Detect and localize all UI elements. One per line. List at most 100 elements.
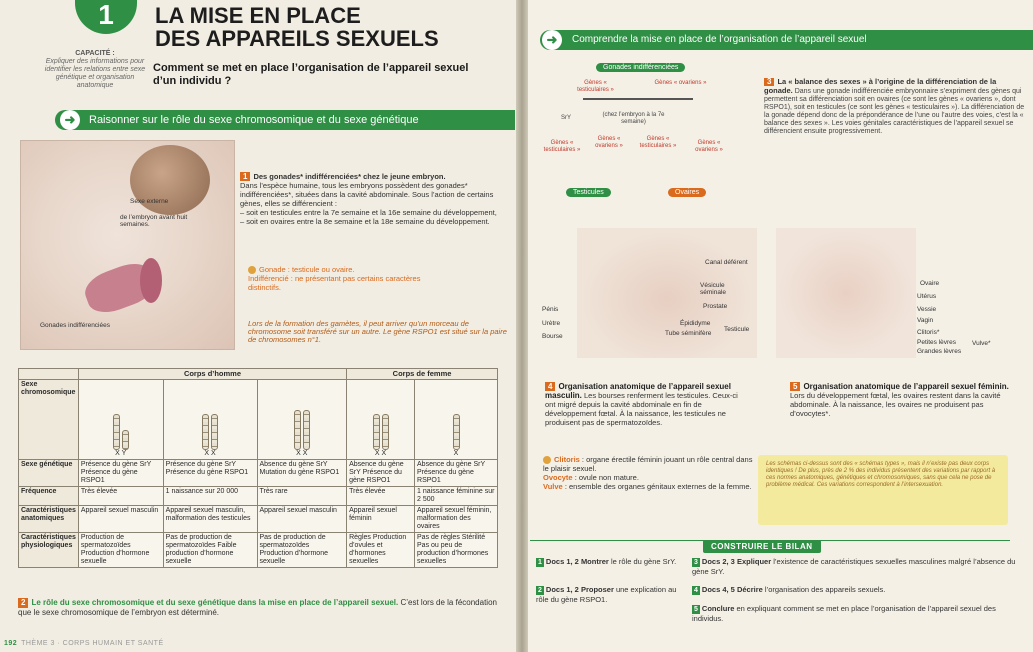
gloss-clitoris: : organe érectile féminin jouant un rôle… <box>543 455 753 474</box>
label-uterus: Utérus <box>917 293 937 300</box>
doc2-number: 2 <box>18 598 29 608</box>
doc3-number: 3 <box>764 78 775 86</box>
row-label: Sexe génétique <box>18 459 79 487</box>
label-genes-ovariens: Gènes « ovariens » <box>654 80 707 86</box>
label-sry: SrY <box>560 115 571 121</box>
male-anatomy-illustration <box>577 228 757 358</box>
gloss-ovocyte: : ovule non mature. <box>572 473 639 483</box>
table-cell: Très rare <box>256 486 348 506</box>
label-vessie: Vessie <box>917 306 937 313</box>
table-cell: Pas de production de spermatozoïdes Faib… <box>162 532 258 568</box>
task-text: en expliquant comment se met en place l’… <box>692 604 996 623</box>
chrom-label: X X <box>204 450 216 457</box>
task-text: une explication au rôle du gène RSPO1. <box>536 585 677 604</box>
task-verb: Expliquer <box>736 557 772 566</box>
task-verb: Conclure <box>701 604 735 613</box>
dot-icon <box>248 266 256 275</box>
dot-icon <box>543 456 551 465</box>
row-label: Sexe chromosomique <box>18 379 79 460</box>
label-uretre: Urètre <box>542 320 561 327</box>
label-bottom-4: Gènes « ovariens » <box>695 140 723 153</box>
embryo-image <box>130 145 210 215</box>
page-footer: 192 THÈME 3 · CORPS HUMAIN ET SANTÉ <box>4 640 164 647</box>
gloss-gonade: Gonade : testicule ou ovaire. <box>259 265 355 274</box>
task-number: 1 <box>536 558 544 567</box>
table-row: Caractéristiques physiologiques Producti… <box>18 532 498 568</box>
chapter-title-line2: DES APPAREILS SEXUELS <box>155 26 439 51</box>
table-cell: Très élevée <box>346 486 416 506</box>
chromosome-x <box>372 414 380 450</box>
pill-gonades: Gonades indifférenciées <box>596 63 686 72</box>
doc1-body: Dans l’espèce humaine, tous les embryons… <box>240 181 494 208</box>
page-number: 192 <box>4 640 18 647</box>
label-vulve: Vulve* <box>972 340 991 347</box>
table-row: Fréquence Très élevée 1 naissance sur 20… <box>18 486 498 506</box>
label-gonades: Gonades indifférenciées <box>40 322 110 329</box>
table-cell: Règles Production d’ovules et d’hormones… <box>346 532 416 568</box>
label-bourse: Bourse <box>542 333 563 340</box>
doc5-body: Lors du développement fœtal, les ovaires… <box>790 391 1001 418</box>
table-cell: Absence du gène SrY Présence du gène RSP… <box>346 459 416 487</box>
table-cell: Appareil sexuel masculin <box>77 505 164 533</box>
doc1-item1: – soit en testicules entre la 7e semaine… <box>240 208 497 217</box>
table-cell: Production de spermatozoïdes Production … <box>77 532 164 568</box>
chromosome-y <box>121 430 129 450</box>
task-text: l’organisation des appareils sexuels. <box>762 585 886 594</box>
chromosome-x <box>293 410 301 450</box>
table-corner <box>18 368 79 380</box>
table-cell: Pas de règles Stérilité Pas ou peu de pr… <box>414 532 498 568</box>
table-cell: Appareil sexuel féminin, malformation de… <box>414 505 498 533</box>
doc2-caption-text: C’est lors de la fécondation que le sexe… <box>18 598 497 617</box>
chromosome-x <box>302 410 310 450</box>
arrow-icon: ➜ <box>542 30 562 50</box>
sex-table: Corps d’homme Corps de femme Sexe chromo… <box>18 368 498 568</box>
capacite-label: CAPACITÉ : <box>75 50 115 57</box>
table-row: Caractéristiques anatomiques Appareil se… <box>18 505 498 533</box>
doc3-title: La « balance des sexes » à l’origine de … <box>764 77 997 95</box>
label-testicule: Testicule <box>724 326 750 333</box>
chromosome-cell: X X <box>162 379 258 460</box>
doc5-number: 5 <box>790 382 801 391</box>
gloss-ovocyte-term: Ovocyte <box>543 473 573 483</box>
balance-beam <box>583 98 693 100</box>
balance-diagram: Gonades indifférenciées Gènes « testicul… <box>538 60 728 210</box>
chromosome-x <box>211 414 219 450</box>
gloss-indifferencie: Indifférencié : ne présentant pas certai… <box>248 274 421 293</box>
book-gutter <box>516 0 528 652</box>
task-text: l’existence de caractéristiques sexuelle… <box>692 557 1016 576</box>
label-epididyme: Épididyme <box>680 320 711 327</box>
gloss-vulve-term: Vulve <box>543 482 563 492</box>
capacite-text: Expliquer des informations pour identifi… <box>44 58 146 89</box>
chrom-label: X Y <box>115 450 127 457</box>
chromosome-cell: X X <box>346 379 416 460</box>
problem-question: Comment se met en place l’organisation d… <box>153 62 493 88</box>
label-bottom-3: Gènes « testiculaires » <box>639 136 677 149</box>
doc1-item2: – soit en ovaires entre la 8e semaine et… <box>240 217 490 226</box>
chromosome-x <box>452 414 460 450</box>
glossary-left: Gonade : testicule ou ovaire. Indifféren… <box>248 265 428 292</box>
gonad-image-2 <box>140 258 162 303</box>
table-cell: Appareil sexuel masculin <box>256 505 348 533</box>
arrow-icon: ➜ <box>60 110 80 130</box>
chromosome-note: Lors de la formation des gamètes, il peu… <box>248 319 507 344</box>
table-cell: Absence du gène SrY Présence du gène RSP… <box>414 459 498 487</box>
task-number: 2 <box>536 586 544 595</box>
header-homme: Corps d’homme <box>77 368 348 380</box>
table-cell: 1 naissance féminine sur 2 500 <box>414 486 498 506</box>
task-text: le rôle du gène SrY. <box>608 557 677 566</box>
label-bottom-1: Gènes « testiculaires » <box>543 140 581 153</box>
doc4-number: 4 <box>545 382 556 391</box>
table-cell: Pas de production de spermatozoïdes Prod… <box>256 532 348 568</box>
row-label: Caractéristiques physiologiques <box>18 532 79 568</box>
chrom-label: X <box>453 450 459 457</box>
doc3-body: Dans une gonade indifférenciée embryonna… <box>764 88 1025 135</box>
chapter-title-line1: LA MISE EN PLACE <box>155 3 361 28</box>
section-bar-left: Raisonner sur le rôle du sexe chromosomi… <box>55 110 515 130</box>
table-cell: Appareil sexuel féminin <box>346 505 416 533</box>
